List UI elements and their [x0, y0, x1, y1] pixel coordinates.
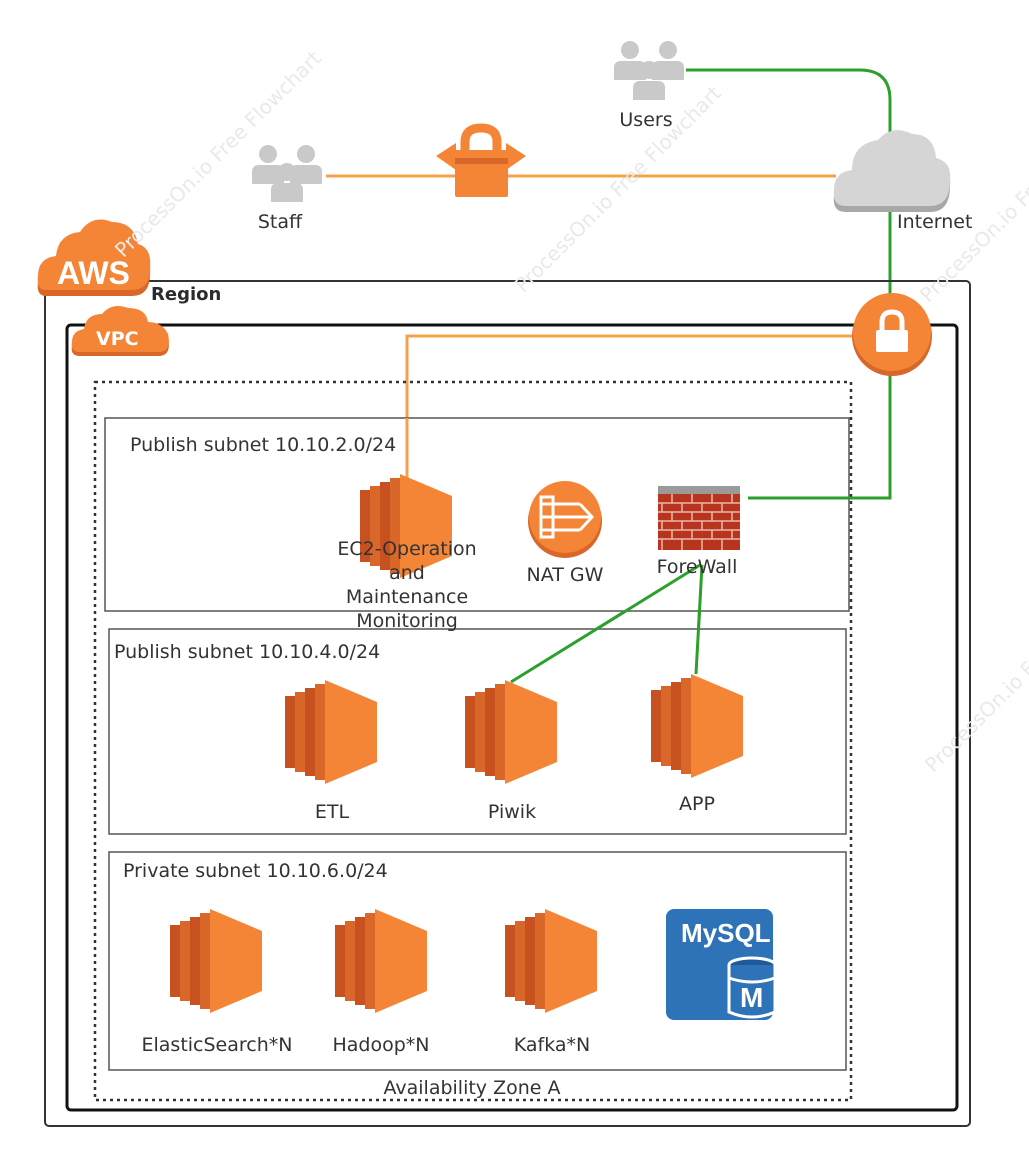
vpc-box	[65, 323, 959, 1112]
firewall-icon	[658, 486, 740, 550]
ec2-operation-label-line4: Monitoring	[356, 610, 458, 632]
firewall-label: ForeWall	[656, 556, 738, 578]
kafka-label: Kafka*N	[513, 1034, 591, 1056]
users-label: Users	[619, 109, 673, 131]
hadoop-label: Hadoop*N	[332, 1034, 430, 1056]
nat-gateway-label: NAT GW	[526, 564, 604, 586]
vpn-lock-icon	[436, 123, 526, 197]
subnet-label-1: Publish subnet 10.10.2.0/24	[130, 434, 397, 456]
availability-zone-label: Availability Zone A	[383, 1077, 561, 1099]
users-internet-link	[686, 68, 892, 143]
mysql-label: MySQL	[681, 918, 771, 948]
aws-label: AWS	[57, 255, 130, 291]
internet-gateway-icon	[852, 293, 932, 376]
etl-label: ETL	[314, 801, 350, 823]
ec2-operation-label-line2: and	[389, 562, 425, 584]
nat-gateway-icon	[528, 481, 602, 558]
vpc-label: VPC	[96, 328, 139, 350]
mysql-badge-label: M	[740, 982, 764, 1013]
internet-label: Internet	[897, 211, 973, 233]
aws-cloud-icon	[37, 219, 151, 296]
piwik-label: Piwik	[487, 801, 537, 823]
internet-cloud-icon	[833, 130, 951, 212]
staff-icon	[252, 145, 322, 202]
availability-zone-box	[93, 380, 853, 1102]
ec2-operation-label-line1: EC2-Operation	[337, 538, 477, 560]
vpc-cloud-icon	[71, 306, 169, 356]
app-label: APP	[679, 793, 715, 815]
users-icon	[614, 41, 684, 100]
elasticsearch-label: ElasticSearch*N	[141, 1034, 293, 1056]
staff-label: Staff	[257, 211, 303, 233]
mysql-database-icon	[666, 909, 777, 1020]
ec2-operation-label-line3: Maintenance	[345, 586, 469, 608]
subnet-label-3: Private subnet 10.10.6.0/24	[123, 860, 388, 882]
region-label: Region	[151, 284, 222, 305]
region-box	[44, 280, 971, 1127]
subnet-label-2: Publish subnet 10.10.4.0/24	[114, 641, 381, 663]
